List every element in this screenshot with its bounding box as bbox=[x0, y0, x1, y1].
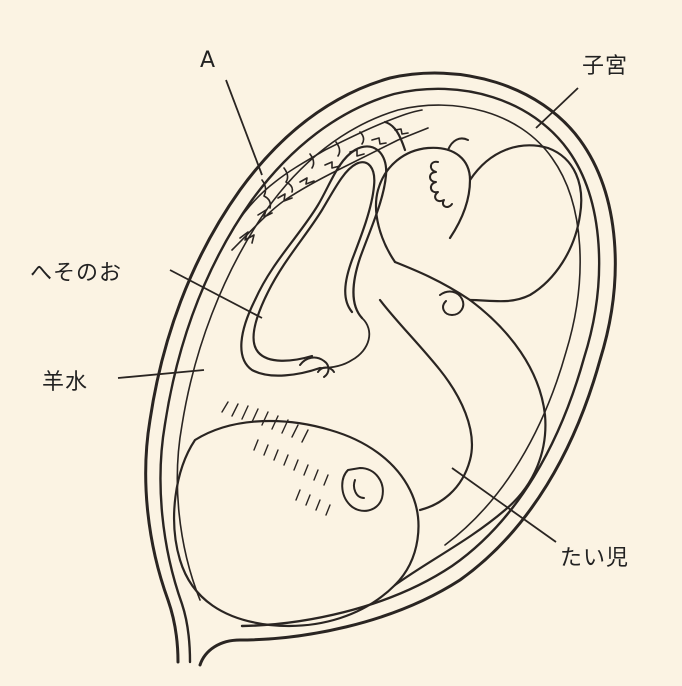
uterus-outer-wall bbox=[146, 73, 616, 665]
leader-line-uterus bbox=[536, 88, 578, 128]
label-fetus: たい児 bbox=[560, 540, 629, 572]
fetus-head bbox=[174, 421, 418, 626]
leader-line-fetus bbox=[452, 468, 556, 542]
label-a: A bbox=[200, 48, 216, 73]
leader-line-a bbox=[226, 80, 262, 175]
label-umbilical-cord: へそのお bbox=[30, 255, 122, 287]
label-uterus: 子宮 bbox=[582, 48, 628, 80]
fetus-hand bbox=[300, 292, 463, 377]
fetus-legs bbox=[376, 122, 581, 301]
placenta bbox=[230, 110, 428, 250]
fetus-ear bbox=[342, 468, 383, 511]
umbilical-cord-inner bbox=[253, 162, 374, 361]
label-amniotic-fluid: 羊水 bbox=[42, 364, 88, 396]
fetus-body bbox=[380, 262, 545, 585]
fetus-hair bbox=[222, 402, 330, 515]
umbilical-cord-tail bbox=[320, 318, 369, 368]
